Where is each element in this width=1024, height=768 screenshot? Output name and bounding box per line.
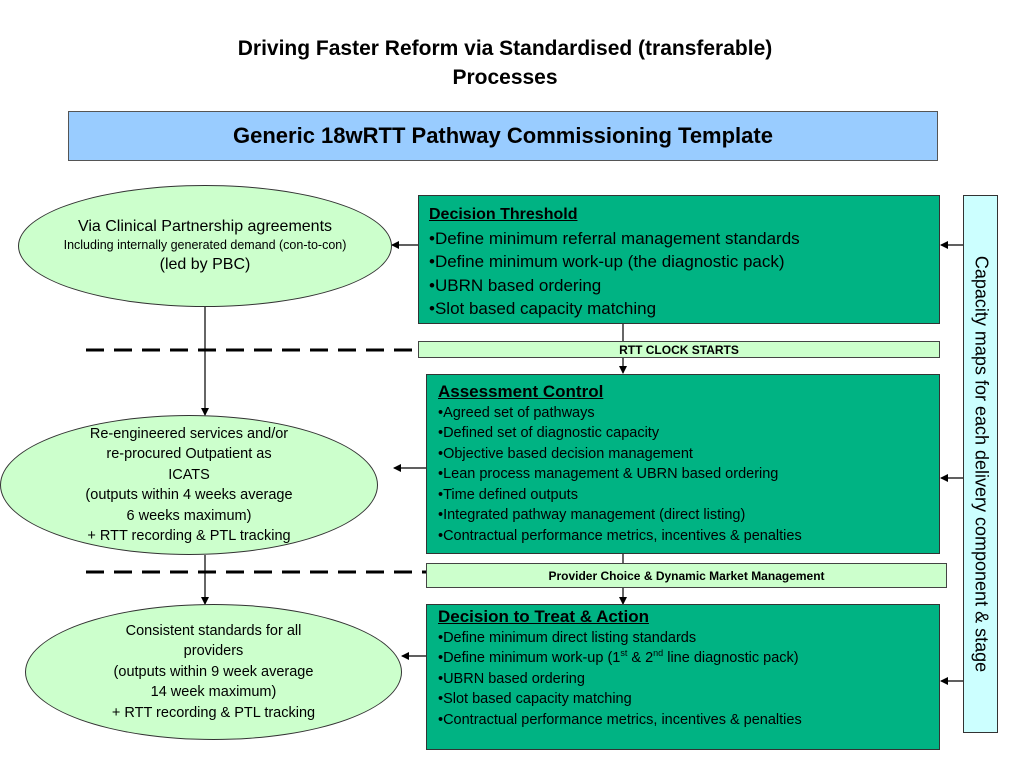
- assessment-control-header: Assessment Control: [438, 382, 604, 401]
- page-title: Driving Faster Reform via Standardised (…: [150, 34, 860, 92]
- assessment-control-item: •Objective based decision management: [438, 445, 693, 462]
- workup-prefix: •Define minimum work-up (1: [438, 650, 621, 666]
- assessment-control-item: •Time defined outputs: [438, 486, 578, 503]
- decision-to-treat-item: •Slot based capacity matching: [438, 691, 632, 707]
- rtt-clock-strip: RTT CLOCK STARTS: [418, 341, 940, 358]
- workup-suffix: line diagnostic pack): [663, 650, 799, 666]
- ellipse2-line: re-procured Outpatient as: [106, 446, 272, 462]
- assessment-control-item: •Integrated pathway management (direct l…: [438, 507, 746, 523]
- decision-threshold-box: Decision Threshold •Define minimum refer…: [418, 195, 940, 324]
- title-line-1: Driving Faster Reform via Standardised (…: [237, 37, 773, 60]
- assessment-control-item: •Agreed set of pathways: [438, 404, 595, 421]
- decision-to-treat-item: •Define minimum direct listing standards: [438, 629, 697, 646]
- capacity-maps-label: Capacity maps for each delivery componen…: [971, 255, 991, 673]
- ellipse1-line-2: Including internally generated demand (c…: [63, 237, 347, 252]
- title-line-2: Processes: [452, 66, 558, 89]
- decision-threshold-item: •Define minimum referral management stan…: [429, 228, 800, 248]
- assessment-control-item: •Defined set of diagnostic capacity: [438, 425, 660, 441]
- decision-to-treat-item: •Contractual performance metrics, incent…: [438, 711, 802, 728]
- ellipse3-line: providers: [183, 643, 244, 660]
- workup-sup-2: nd: [653, 648, 664, 659]
- clinical-partnership-ellipse: Via Clinical Partnership agreements Incl…: [18, 185, 392, 307]
- ellipse2-line: (outputs within 4 weeks average: [85, 487, 293, 503]
- assessment-control-item: •Contractual performance metrics, incent…: [438, 527, 802, 544]
- ellipse3-line: (outputs within 9 week average: [113, 663, 314, 680]
- assessment-control-box: Assessment Control •Agreed set of pathwa…: [426, 374, 940, 554]
- ellipse2-line: ICATS: [168, 466, 210, 483]
- ellipse2-line: 6 weeks maximum): [126, 507, 252, 524]
- assessment-control-item: •Lean process management & UBRN based or…: [438, 466, 779, 482]
- decision-to-treat-item-workup: •Define minimum work-up (1st & 2nd line …: [438, 648, 928, 669]
- decision-threshold-item: •Slot based capacity matching: [429, 299, 657, 318]
- reengineered-services-ellipse: Re-engineered services and/or re-procure…: [0, 415, 378, 555]
- workup-mid: & 2: [627, 650, 654, 666]
- capacity-maps-box: Capacity maps for each delivery componen…: [963, 195, 998, 733]
- consistent-standards-ellipse: Consistent standards for all providers (…: [25, 604, 402, 740]
- ellipse3-line: Consistent standards for all: [125, 622, 302, 639]
- decision-threshold-header: Decision Threshold: [429, 206, 578, 223]
- ellipse3-line: 14 week maximum): [150, 684, 277, 701]
- decision-threshold-item: •UBRN based ordering: [429, 275, 602, 295]
- decision-to-treat-item: •UBRN based ordering: [438, 670, 585, 687]
- ellipse1-line-1: Via Clinical Partnership agreements: [77, 217, 333, 235]
- ellipse3-line: + RTT recording & PTL tracking: [111, 704, 316, 721]
- decision-to-treat-box: Decision to Treat & Action •Define minim…: [426, 604, 940, 750]
- provider-choice-strip: Provider Choice & Dynamic Market Managem…: [426, 563, 947, 588]
- decision-threshold-item: •Define minimum work-up (the diagnostic …: [429, 252, 785, 271]
- decision-to-treat-header: Decision to Treat & Action: [438, 607, 649, 626]
- ellipse1-line-3: (led by PBC): [159, 255, 251, 273]
- ellipse2-line: + RTT recording & PTL tracking: [87, 528, 291, 544]
- template-title-bar: Generic 18wRTT Pathway Commissioning Tem…: [68, 111, 938, 161]
- ellipse2-line: Re-engineered services and/or: [89, 425, 289, 442]
- workup-sup-1: st: [620, 648, 628, 659]
